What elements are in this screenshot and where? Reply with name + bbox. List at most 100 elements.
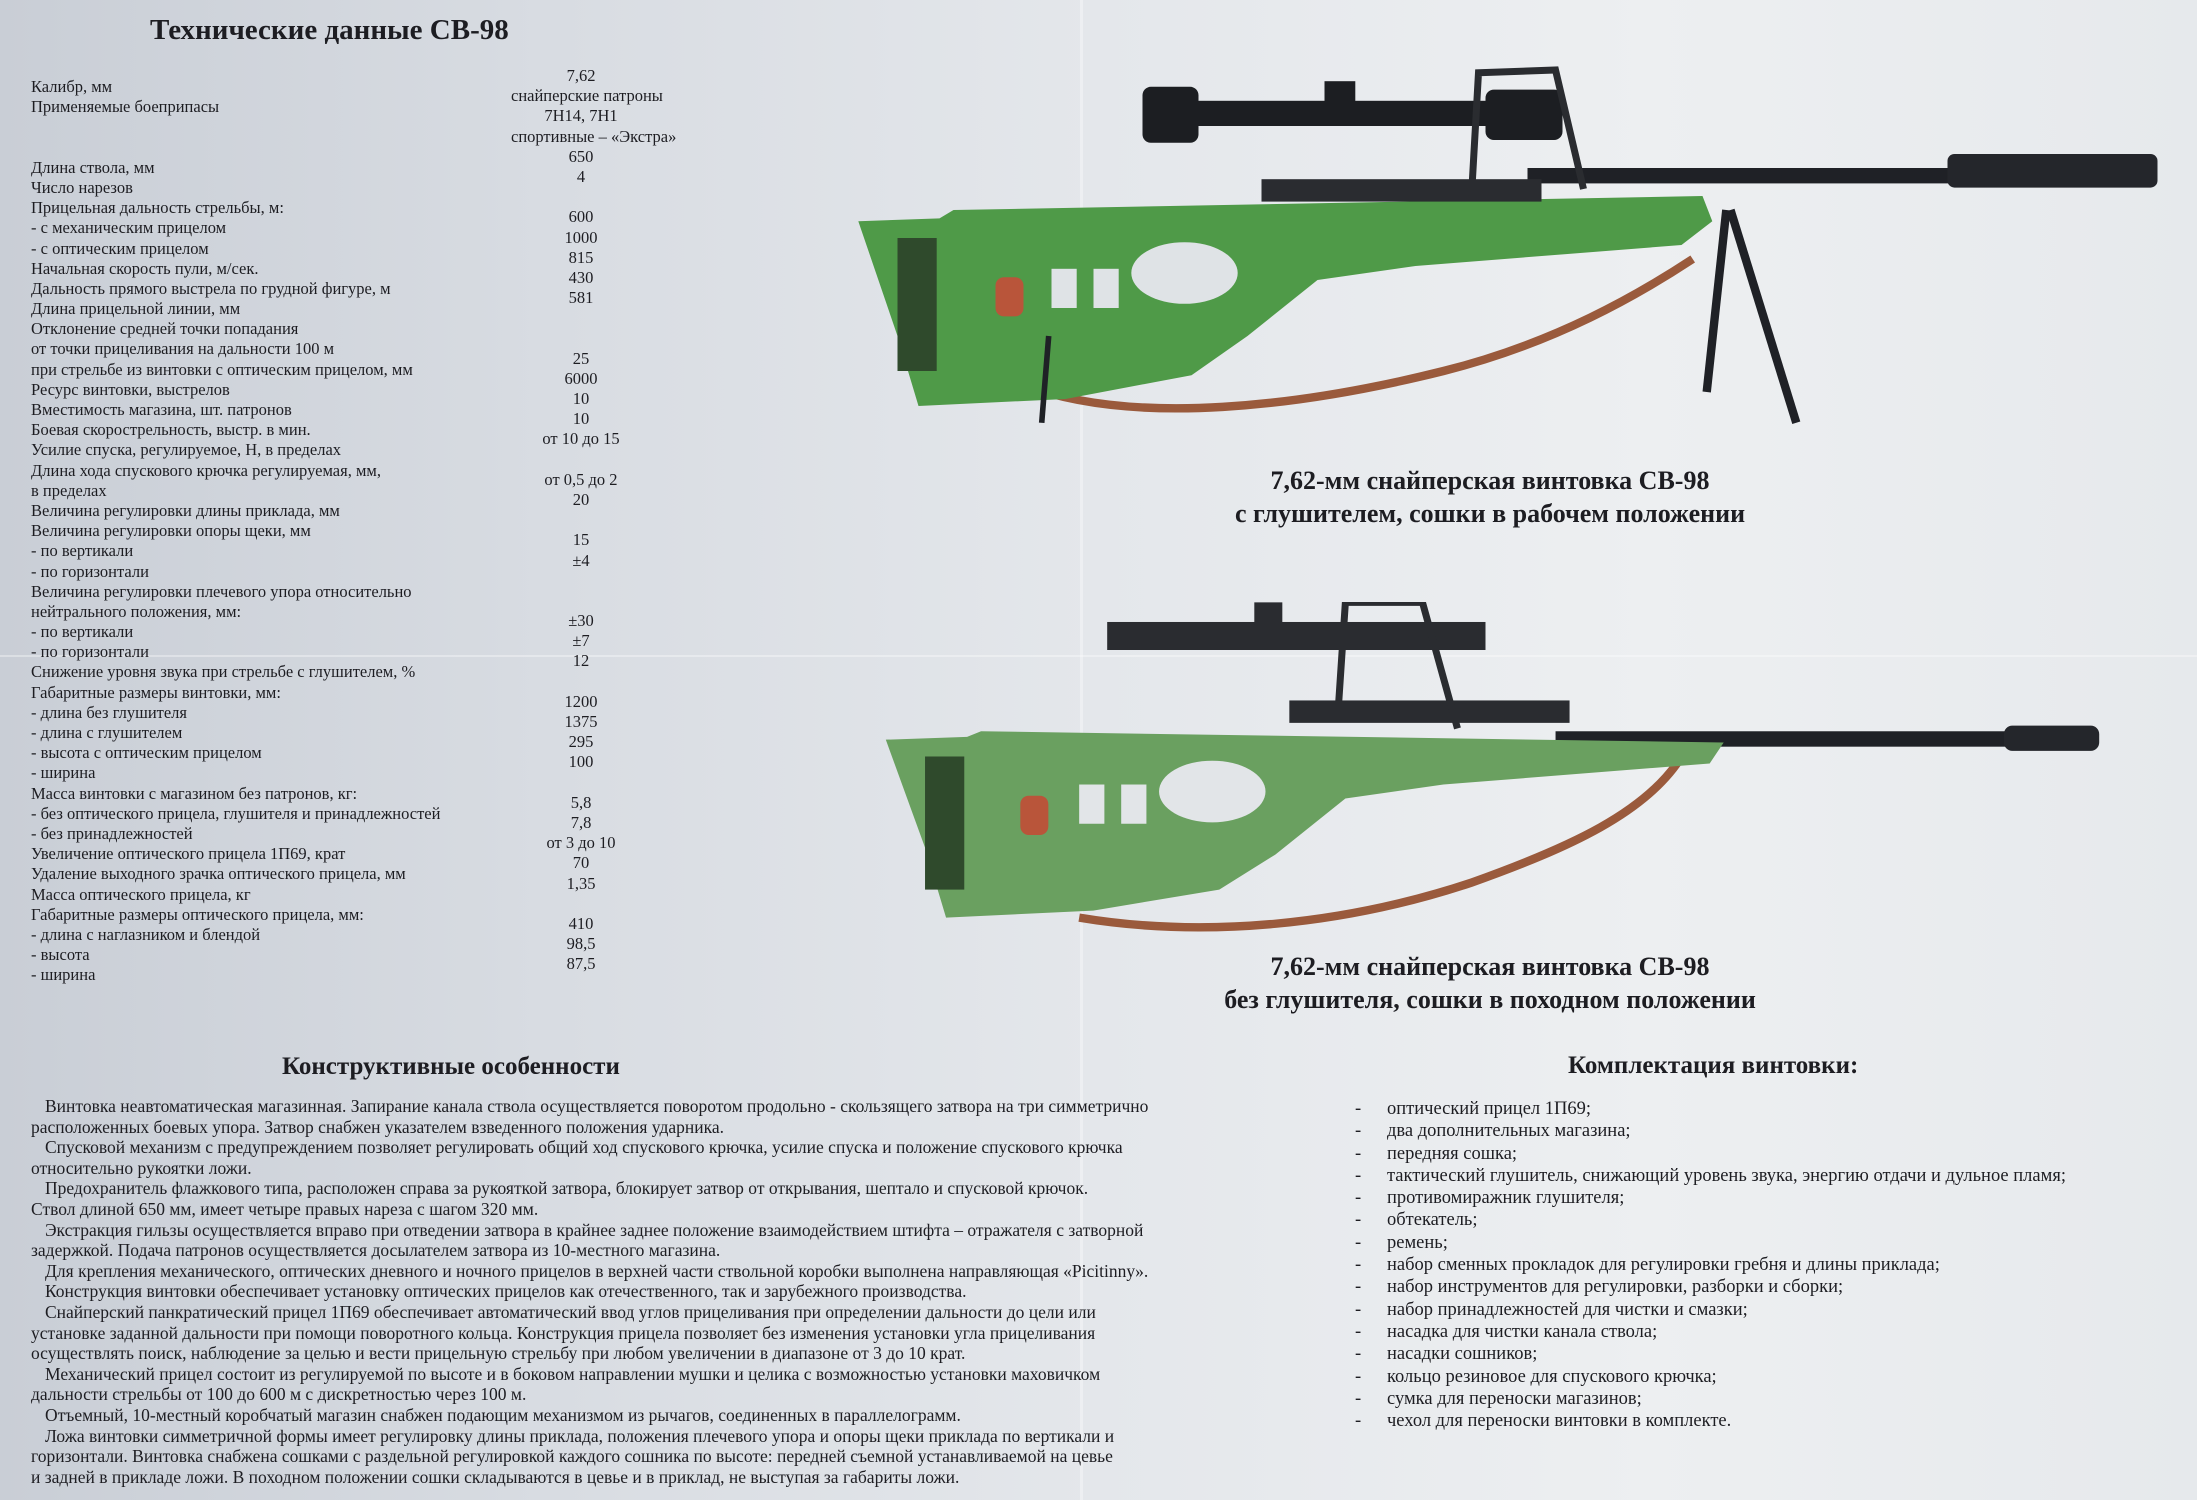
paragraph-line: Спусковой механизм с предупреждением поз… [45,1137,1123,1158]
suppressor [1947,154,2158,188]
spec-value: 10 [572,409,590,429]
thumbhole [1131,242,1238,304]
bullet-dash: - [1355,1165,1362,1186]
paragraph-line: Винтовка неавтоматическая магазинная. За… [45,1096,1149,1116]
spec-label: от точки прицеливания на дальности 100 м [31,339,335,359]
spec-value: 98,5 [566,934,596,954]
receiver [1289,700,1570,723]
spec-label: Масса оптического прицела, кг [31,884,251,904]
bullet-dash: - [1355,1277,1362,1298]
kit-item: -кольцо резиновое для спускового крючка; [1355,1366,2066,1388]
stock [858,196,1713,406]
spec-row: Габаритные размеры оптического прицела, … [31,905,671,925]
kit-item: -насадка для чистки канала ствола; [1355,1321,2066,1343]
spec-label: - высота [31,945,90,965]
barrel [1527,168,1962,184]
kit-item-text: ремень; [1387,1232,1448,1253]
kit-item-text: насадки сошников; [1387,1344,1538,1365]
spec-value: 25 [572,348,590,368]
spec-label: Величина регулировки плечевого упора отн… [31,581,412,601]
spec-label: Отклонение средней точки попадания [31,319,299,339]
spec-value [511,894,651,914]
spec-value: 20 [572,489,590,509]
paragraph: Винтовка неавтоматическая магазинная. За… [31,1096,1271,1137]
spec-label: Длина хода спускового крючка регулируема… [31,460,381,480]
magazine [1020,795,1049,835]
spec-value [511,571,651,591]
kit-item-text: набор сменных прокладок для регулировки … [1387,1255,1940,1276]
spec-value: от 3 до 10 [546,833,616,853]
spec-value: 10 [572,389,590,408]
spec-value: 410 [568,913,594,933]
features-text: Винтовка неавтоматическая магазинная. За… [31,1096,1271,1487]
spec-row: - по горизонтали±4 [31,551,671,582]
kit-item-text: насадка для чистки канала ствола; [1387,1321,1658,1342]
spec-value [511,672,651,692]
paragraph-line: задержкой. Подача патронов осуществляетс… [31,1240,721,1261]
spec-label: - с оптическим прицелом [31,238,209,258]
paragraph: Экстракция гильзы осуществляется вправо … [31,1220,1271,1261]
scope-eyepiece [1142,86,1199,143]
spec-label: - по вертикали [31,622,134,642]
spec-value [511,187,651,207]
spec-row: - с оптическим прицелом 1000 [31,228,671,259]
spec-value: 815 [568,247,594,267]
spec-label: - без принадлежностей [31,823,193,843]
spec-label: в пределах [31,480,107,500]
kit-item: -тактический глушитель, снижающий уровен… [1355,1165,2066,1187]
spec-label: Боевая скорострельность, выстр. в мин. [31,420,311,440]
spec-value [511,510,651,530]
spec-label: Габаритные размеры винтовки, мм: [31,682,281,702]
paragraph-line: Ложа винтовки симметричной формы имеет р… [45,1425,1115,1446]
caption-line: без глушителя, сошки в походном положени… [1224,985,1756,1014]
stock-window [1051,268,1077,308]
spec-row: Прицельная дальность стрельбы, м: [31,198,671,218]
spec-value [511,773,651,793]
kit-item-text: передняя сошка; [1387,1143,1518,1164]
spec-value: 7,8 [570,812,592,832]
kit-item: -набор сменных прокладок для регулировки… [1355,1254,2066,1276]
spec-row: Длина хода спускового крючка регулируема… [31,461,671,481]
kit-item: -передняя сошка; [1355,1143,2066,1165]
spec-label: Дальность прямого выстрела по грудной фи… [31,278,391,298]
scope-body [1107,621,1486,651]
caption-line: 7,62-мм снайперская винтовка СВ-98 [1270,466,1710,495]
paragraph-line: Механический прицел состоит из регулируе… [45,1363,1101,1384]
bullet-dash: - [1355,1299,1362,1320]
spec-row: - без оптического прицела, глушителя и п… [31,793,671,824]
rifle-top-caption: 7,62-мм снайперская винтовка СВ-98 с глу… [1090,464,1890,530]
cheek-pad [925,756,965,890]
paragraph-line: расположенных боевых упора. Затвор снабж… [31,1116,724,1137]
kit-item-text: кольцо резиновое для спускового крючка; [1387,1366,1717,1387]
spec-value: 1,35 [566,873,596,893]
spec-value: 581 [568,288,594,308]
spec-row: спортивные – «Экстра» [31,127,676,158]
spec-label: - длина с наглазником и блендой [31,924,261,944]
spec-value: ±7 [572,631,590,651]
spec-value: 295 [568,732,594,752]
spec-row: - длина с наглазником и блендой 410 [31,914,671,945]
caption-line: 7,62-мм снайперская винтовка СВ-98 [1270,952,1710,981]
flash-hider [2003,725,2100,751]
spec-value: спортивные – «Экстра» [511,126,677,146]
kit-item-text: сумка для переноски магазинов; [1387,1388,1642,1409]
paragraph-line: Снайперский панкратический прицел 1П69 о… [45,1301,1096,1322]
spec-label: Вместимость магазина, шт. патронов [31,400,292,419]
spec-value [511,591,651,611]
spec-row: Масса оптического прицела, кг 1,35 [31,874,671,905]
spec-value: 1000 [564,227,598,247]
spec-label: Снижение уровня звука при стрельбе с глу… [31,662,416,682]
spec-row: Боевая скорострельность, выстр. в мин. 10 [31,409,671,440]
paragraph-line: Отъемный, 10-местный коробчатый магазин … [45,1404,961,1425]
kit-item: -противомиражник глушителя; [1355,1187,2066,1209]
bullet-dash: - [1355,1411,1362,1432]
bullet-dash: - [1355,1232,1362,1253]
kit-item: -набор принадлежностей для чистки и смаз… [1355,1299,2066,1321]
stock [885,731,1724,918]
paragraph-line: Ствол длиной 650 мм, имеет четыре правых… [31,1198,539,1219]
